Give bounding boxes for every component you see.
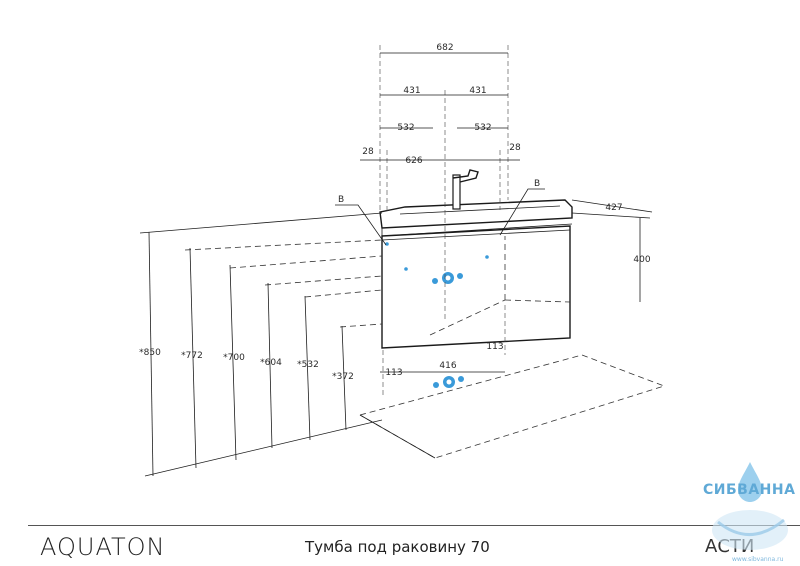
- dim-431-right: 431: [469, 86, 486, 96]
- dimension-labels: 682 431 431 532 532 28 626 28 427 400 B …: [139, 43, 651, 382]
- dim-682: 682: [436, 43, 453, 53]
- watermark-url: www.sibvanna.ru: [732, 556, 784, 563]
- connector-markers: [385, 242, 489, 388]
- dim-416: 416: [439, 361, 456, 371]
- b-leaders: [335, 188, 545, 246]
- dim-28-left: 28: [362, 147, 374, 157]
- dim-626: 626: [405, 156, 422, 166]
- dim-532-vertical: *532: [297, 360, 319, 370]
- dim-372: *372: [332, 372, 354, 382]
- dim-772: *772: [181, 351, 203, 361]
- cabinet-body: [381, 225, 571, 349]
- brand-logo-text: AQUATON: [40, 533, 166, 561]
- label-b-left: B: [338, 195, 344, 205]
- label-b-right: B: [534, 179, 540, 189]
- dim-700: *700: [223, 353, 245, 363]
- projection-lines: [184, 239, 383, 328]
- vertical-dimension-lines: [148, 199, 653, 477]
- dim-28-right: 28: [509, 143, 521, 153]
- top-dimension-lines: [360, 52, 520, 373]
- dim-532-left: 532: [397, 123, 414, 133]
- dim-113-right: 113: [486, 342, 503, 352]
- dim-400: 400: [633, 255, 650, 265]
- wall-lines: [139, 212, 651, 477]
- watermark-drop-icon: [712, 462, 788, 550]
- floor-outline: [359, 354, 666, 459]
- product-title: Тумба под раковину 70: [305, 538, 490, 556]
- footer-divider: [28, 525, 800, 526]
- dim-604: *604: [260, 358, 282, 368]
- dim-427: 427: [605, 203, 622, 213]
- dim-431-left: 431: [403, 86, 420, 96]
- dim-532-right: 532: [474, 123, 491, 133]
- watermark-name: СИБВАННА: [703, 482, 796, 498]
- faucet: [452, 169, 479, 210]
- dim-113-left: 113: [385, 368, 402, 378]
- dim-850: *850: [139, 348, 161, 358]
- technical-drawing: 682 431 431 532 532 28 626 28 427 400 B …: [139, 43, 666, 477]
